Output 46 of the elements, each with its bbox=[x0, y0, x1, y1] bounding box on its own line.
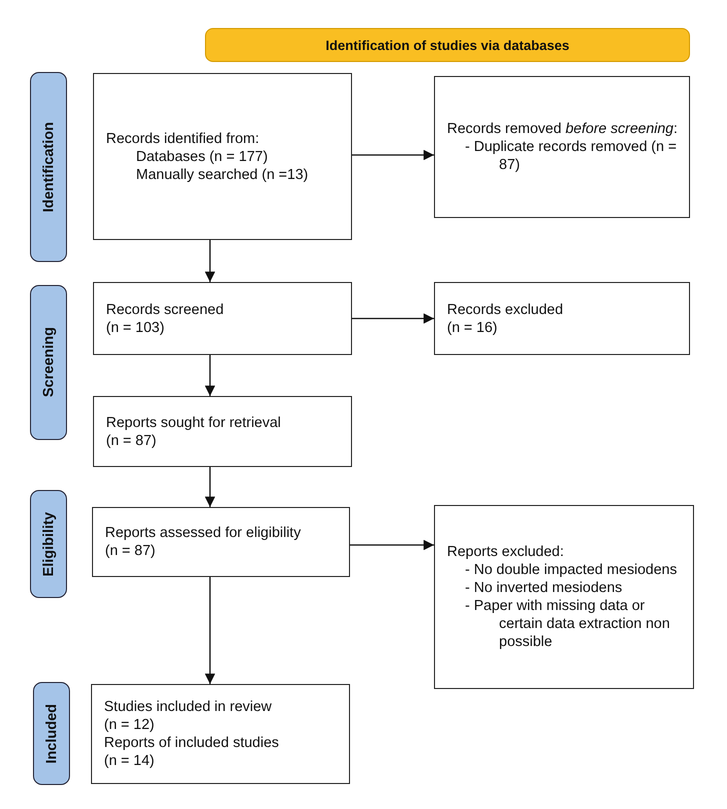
stage-label: Screening bbox=[40, 327, 56, 398]
box-text: (n = 103) bbox=[106, 318, 166, 336]
box-text: (n = 12) bbox=[104, 716, 156, 734]
box-text: Manually searched (n =13) bbox=[135, 166, 310, 184]
arrow bbox=[204, 577, 216, 684]
box-text: - Paper with missing data or certain data extraction non possible bbox=[464, 597, 671, 651]
stage-band bbox=[30, 490, 67, 598]
process-box bbox=[434, 76, 690, 218]
box-text: Reports sought for retrieval bbox=[106, 414, 282, 432]
arrow bbox=[352, 150, 434, 160]
process-box bbox=[93, 396, 352, 467]
box-text: (n = 87) bbox=[105, 542, 156, 560]
process-box bbox=[434, 505, 694, 689]
box-text: (n = 14) bbox=[104, 752, 156, 770]
box-text: Records identified from: bbox=[106, 130, 260, 148]
process-box bbox=[93, 282, 352, 355]
stage-label: Identification bbox=[40, 122, 56, 212]
box-text: - No double impacted mesiodens bbox=[464, 561, 678, 579]
box-text: Studies included in review bbox=[104, 698, 273, 716]
stage-label: Eligibility bbox=[40, 512, 56, 576]
box-text: Records removed before screening: bbox=[447, 120, 679, 138]
arrow bbox=[204, 355, 216, 396]
stage-band bbox=[33, 682, 70, 785]
arrow bbox=[204, 240, 216, 282]
box-text: - Duplicate records removed (n = 87) bbox=[464, 138, 678, 174]
header-banner bbox=[205, 28, 690, 62]
stage-band bbox=[30, 285, 67, 440]
banner-title: Identification of studies via databases bbox=[326, 38, 570, 52]
arrow bbox=[204, 467, 216, 507]
box-text: (n = 16) bbox=[447, 318, 498, 336]
box-text: (n = 87) bbox=[106, 432, 158, 450]
arrow bbox=[352, 313, 434, 324]
box-text: Databases (n = 177) bbox=[135, 148, 269, 166]
box-text: Reports assessed for eligibility bbox=[105, 524, 302, 542]
process-box bbox=[93, 73, 352, 240]
process-box bbox=[91, 684, 350, 784]
box-text: Records screened bbox=[106, 300, 225, 318]
box-text: Records excluded bbox=[447, 300, 564, 318]
box-text: Reports excluded: bbox=[447, 543, 565, 561]
stage-label: Included bbox=[44, 704, 60, 764]
box-text: - No inverted mesiodens bbox=[464, 579, 624, 597]
box-text: Reports of included studies bbox=[104, 734, 280, 752]
process-box bbox=[434, 282, 690, 355]
stage-band bbox=[30, 72, 67, 262]
arrow bbox=[350, 540, 434, 550]
process-box bbox=[92, 507, 350, 577]
